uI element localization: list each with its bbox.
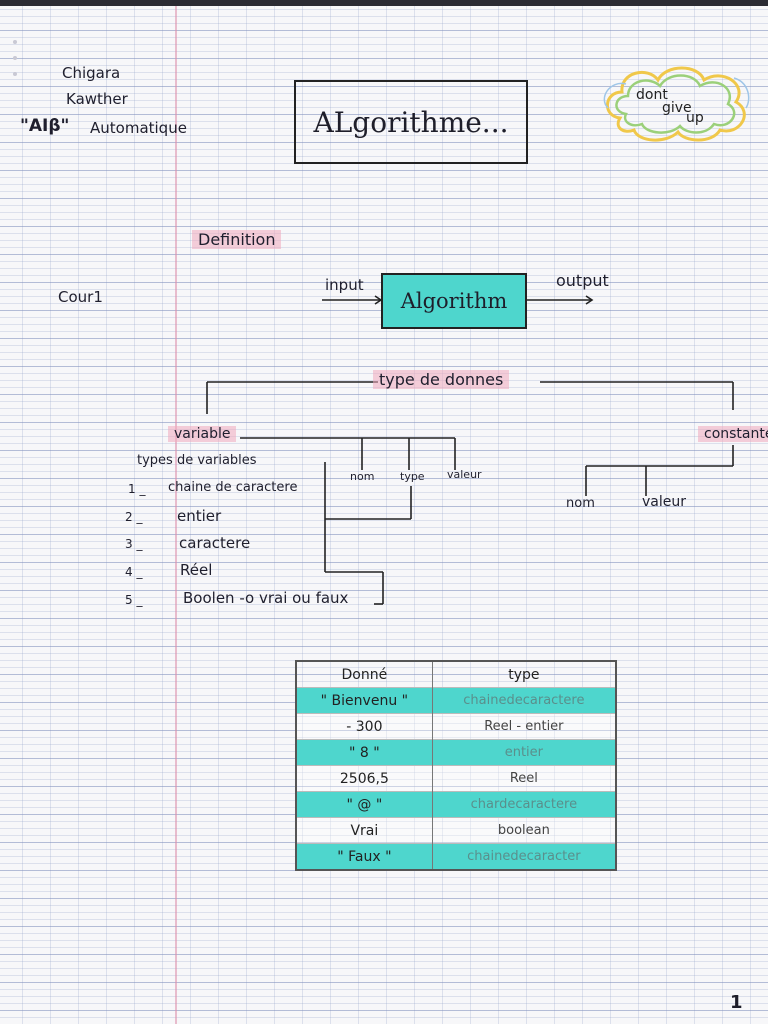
type-label-1: chaine de caractere	[168, 480, 298, 495]
cloud-note-up: up	[686, 110, 704, 126]
table-cell-donne: " Bienvenu "	[295, 687, 433, 714]
program-suffix: Automatique	[90, 119, 187, 137]
cloud-note-give: give	[662, 100, 692, 116]
table-row: " 8 " entier	[295, 739, 617, 766]
type-label-3: caractere	[179, 534, 251, 552]
table-cell-type: chainedecaractere	[431, 687, 617, 714]
table-cell-type: boolean	[431, 817, 617, 844]
page-number: 1	[730, 992, 743, 1013]
cloud-icon	[603, 66, 750, 142]
table-cell-donne: " 8 "	[295, 739, 433, 766]
table-cell-type: Reel	[431, 765, 617, 792]
table-cell-type: chardecaractere	[431, 791, 617, 818]
type-num-5: 5 _	[125, 593, 143, 607]
type-num-2: 2 _	[125, 510, 143, 524]
table-cell-donne: 2506,5	[295, 765, 433, 792]
type-num-1: 1 _	[128, 482, 146, 496]
type-label-5: Boolen -o vrai ou faux	[183, 589, 349, 607]
data-type-table: Donné type " Bienvenu " chainedecaracter…	[295, 660, 617, 871]
table-cell-donne: " @ "	[295, 791, 433, 818]
cours-label: Cour1	[58, 288, 103, 306]
algorithm-box: Algorithm	[381, 273, 527, 329]
table-cell-donne: Vrai	[295, 817, 433, 844]
type-num-4: 4 _	[125, 565, 143, 579]
types-heading: types de variables	[137, 453, 257, 468]
author-line1: Chigara	[62, 64, 121, 82]
output-label: output	[556, 271, 609, 290]
table-row: 2506,5 Reel	[295, 765, 617, 792]
var-child-valeur: valeur	[447, 468, 482, 481]
table-cell-donne: " Faux "	[295, 843, 433, 870]
type-label-4: Réel	[180, 561, 213, 579]
program-code: "AIβ"	[20, 116, 70, 136]
tree-constante: constante	[698, 426, 768, 442]
table-cell-type: entier	[431, 739, 617, 766]
table-cell-donne: - 300	[295, 713, 433, 740]
type-label-2: entier	[177, 507, 222, 525]
table-row: " Faux " chainedecaracter	[295, 843, 617, 870]
table-cell-type: Reel - entier	[431, 713, 617, 740]
binder-holes	[13, 40, 21, 88]
table-row: " @ " chardecaractere	[295, 791, 617, 818]
var-child-nom: nom	[350, 470, 375, 483]
const-child-nom: nom	[566, 496, 595, 511]
page-title: ALgorithme...	[294, 80, 528, 164]
cloud-note-dont: dont	[636, 87, 668, 103]
margin-line	[175, 6, 177, 1024]
author-line2: Kawther	[66, 90, 128, 108]
scan-top-edge	[0, 0, 768, 6]
const-child-valeur: valeur	[642, 494, 686, 510]
table-row: - 300 Reel - entier	[295, 713, 617, 740]
table-row: " Bienvenu " chainedecaractere	[295, 687, 617, 714]
table-header-donne: Donné	[295, 661, 433, 688]
var-child-type: type	[400, 470, 425, 483]
table-header-type: type	[431, 661, 617, 688]
tree-variable: variable	[168, 426, 237, 442]
tree-root: type de donnes	[373, 370, 510, 389]
table-row: Vrai boolean	[295, 817, 617, 844]
definition-heading: Definition	[192, 230, 282, 249]
input-label: input	[325, 276, 364, 294]
type-num-3: 3 _	[125, 537, 143, 551]
table-cell-type: chainedecaracter	[431, 843, 617, 870]
